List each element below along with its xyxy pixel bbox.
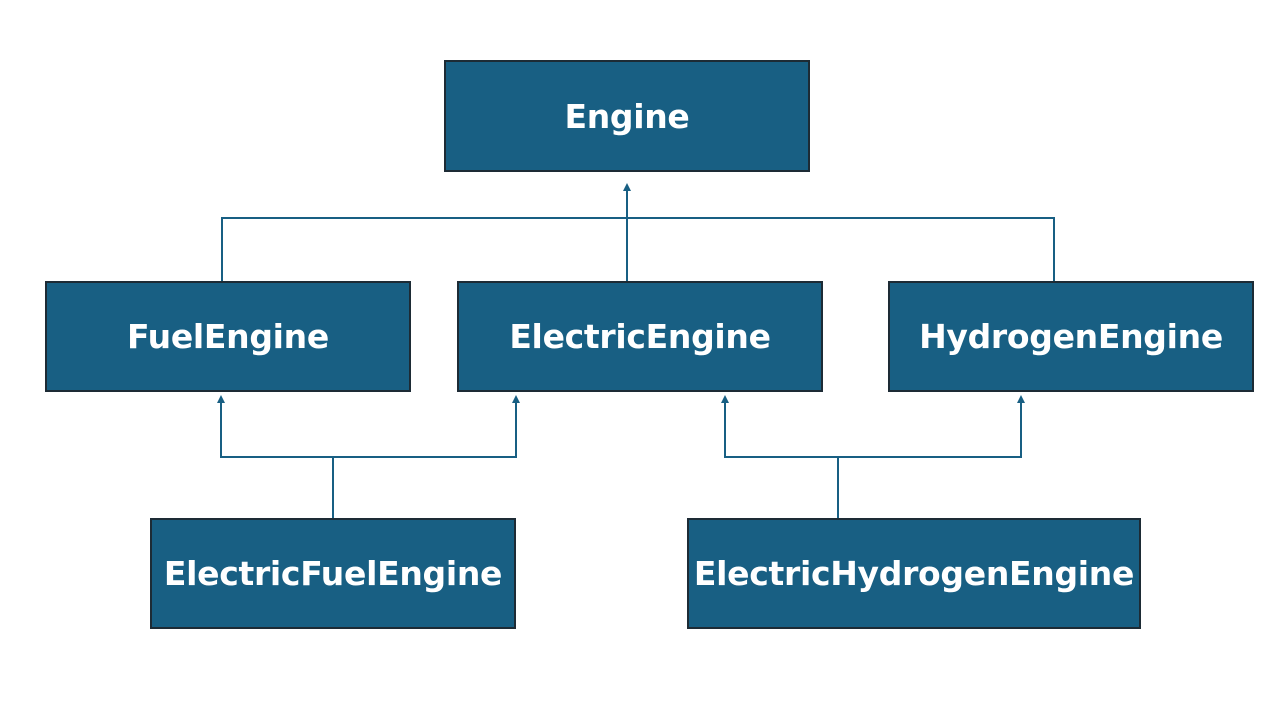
node-label: FuelEngine (127, 317, 329, 356)
node-label: ElectricEngine (509, 317, 771, 356)
connector-group-electric-hydrogen (724, 402, 1022, 518)
arrowhead-engine (623, 183, 631, 191)
node-label: Engine (564, 96, 690, 136)
node-label: HydrogenEngine (919, 317, 1223, 356)
node-label: ElectricFuelEngine (163, 554, 503, 593)
arrowhead-hydrogen-engine (1017, 395, 1025, 403)
connector-elecfuel-to-fuel (220, 402, 333, 458)
node-engine: Engine (444, 60, 810, 172)
connector-elechydro-to-hydrogen (838, 402, 1022, 458)
connector-group-electric-fuel (220, 402, 517, 518)
connector-fuel-to-engine (221, 217, 627, 281)
node-electric-hydrogen-engine: ElectricHydrogenEngine (687, 518, 1141, 629)
node-electric-fuel-engine: ElectricFuelEngine (150, 518, 516, 629)
node-fuel-engine: FuelEngine (45, 281, 411, 392)
node-label: ElectricHydrogenEngine (693, 554, 1135, 593)
node-hydrogen-engine: HydrogenEngine (888, 281, 1254, 392)
arrowhead-fuel-engine (217, 395, 225, 403)
connector-group-engine (221, 190, 1055, 281)
node-electric-engine: ElectricEngine (457, 281, 823, 392)
connector-hydrogen-to-engine (627, 217, 1055, 281)
arrowhead-electric-engine-left (512, 395, 520, 403)
connector-elechydro-to-electric (724, 402, 838, 458)
connector-elecfuel-to-electric (333, 402, 517, 458)
arrowhead-electric-engine-right (721, 395, 729, 403)
